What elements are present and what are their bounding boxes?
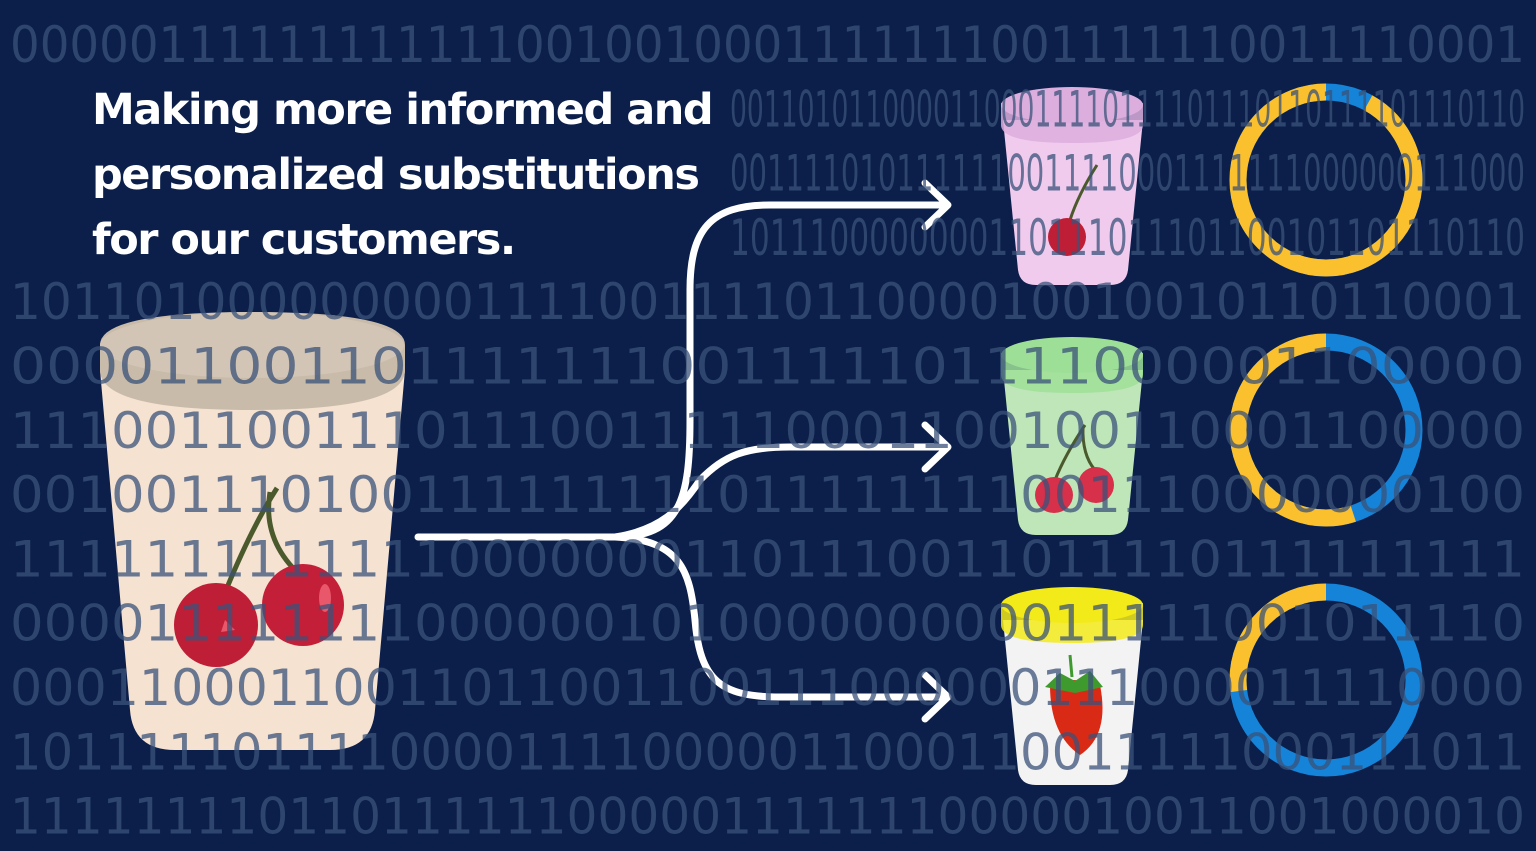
binary-row: 1011100000000110111011101100101101110110: [730, 209, 1525, 267]
headline: Making more informed and personalized su…: [92, 78, 714, 273]
cherries-icon: [174, 486, 344, 667]
branching-arrows: [414, 179, 952, 723]
cherries-icon: [1035, 424, 1114, 513]
binary-row: 1111111101101111110000011111110000010011…: [10, 788, 1525, 846]
arrow-to-middle-product: [611, 443, 949, 541]
binary-row: 0000110011011111110011111011110000011000…: [10, 338, 1525, 396]
binary-row: 0000011111111111100100100011111110011111…: [10, 16, 1525, 74]
match-score-donut: [1229, 583, 1423, 777]
arrow-to-top-product: [611, 201, 949, 541]
arrow-to-bottom-product: [611, 533, 949, 701]
binary-row: 0000111111110000001010000000000111110010…: [10, 595, 1525, 653]
binary-row: 0010011101001111111110111111110011100000…: [10, 466, 1525, 524]
binary-row: 0011010110000110001111011110111011011110…: [730, 80, 1525, 138]
strawberry-icon: [1045, 654, 1103, 755]
donut-match-segment: [1229, 83, 1423, 277]
binary-row: 1110011001110111001111100011001001100011…: [10, 402, 1525, 460]
binary-row: 0001100011001101100110011100000011100001…: [10, 659, 1525, 717]
arrowhead-bottom: [921, 671, 952, 723]
substitute-cherry-yogurt-green-cup: [1001, 337, 1143, 535]
substitute-cherry-yogurt-purple-cup: [1001, 87, 1143, 285]
donut-match-segment: [1229, 583, 1423, 777]
original-product-cup: [100, 312, 405, 750]
binary-row: 1011111011110000111100000110001100111110…: [10, 723, 1525, 781]
binary-row: 1111111111111000000011011100110111101111…: [10, 530, 1525, 588]
arrowhead-top: [921, 179, 952, 231]
binary-row: 1011010000000001111001111011000010010010…: [10, 273, 1525, 331]
donut-match-segment: [1229, 333, 1423, 527]
headline-line-1: Making more informed and: [92, 85, 714, 135]
binary-row: 0011110101111110011110001111111000000111…: [730, 145, 1525, 203]
match-score-donut: [1229, 83, 1423, 277]
cherry-icon: [1048, 164, 1099, 256]
headline-line-3: for our customers.: [92, 215, 516, 265]
headline-line-2: personalized substitutions: [92, 150, 700, 200]
substitute-strawberry-yogurt-cup: [1001, 587, 1143, 785]
match-score-donut: [1229, 333, 1423, 527]
arrowhead-middle: [921, 421, 952, 473]
